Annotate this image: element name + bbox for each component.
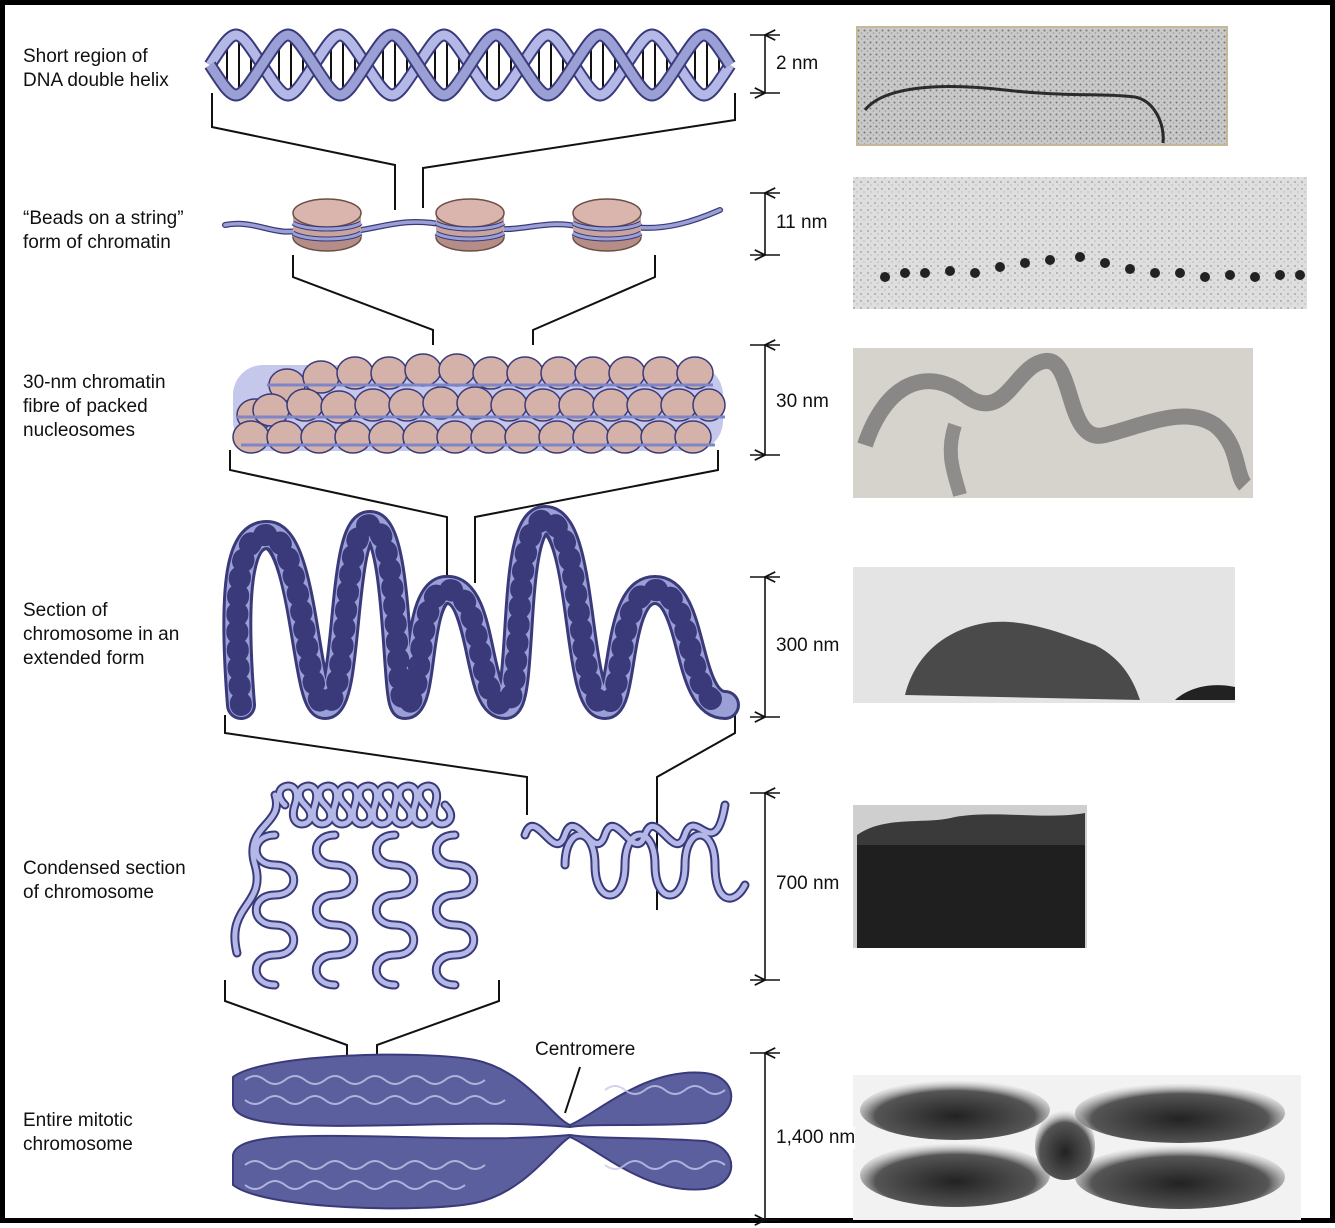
scale-1400nm: 1,400 nm	[776, 1127, 855, 1149]
extended-chromosome-drawing	[237, 520, 725, 705]
nucleosome-bead	[293, 199, 361, 251]
dna-helix-drawing	[210, 35, 730, 95]
centromere-label: Centromere	[535, 1039, 635, 1061]
micrograph-fibre	[853, 348, 1253, 498]
micrograph-mitotic	[853, 1075, 1301, 1220]
label-beads-on-string: “Beads on a string” form of chromatin	[23, 207, 184, 255]
label-extended-form: Section of chromosome in an extended for…	[23, 599, 179, 671]
chromatin-diagram	[5, 5, 1335, 1228]
scale-30nm: 30 nm	[776, 391, 829, 413]
scale-2nm: 2 nm	[776, 53, 818, 75]
condensed-chromosome-drawing	[235, 786, 745, 985]
micrograph-extended	[853, 567, 1235, 703]
scale-11nm: 11 nm	[776, 212, 827, 234]
label-30nm-fibre: 30-nm chromatin fibre of packed nucleoso…	[23, 371, 166, 443]
nucleosome-bead	[573, 199, 641, 251]
nucleosome-bead	[436, 199, 504, 251]
label-mitotic: Entire mitotic chromosome	[23, 1109, 133, 1157]
label-condensed: Condensed section of chromosome	[23, 857, 186, 905]
mitotic-chromosome-drawing	[233, 1055, 731, 1209]
micrograph-beads	[853, 177, 1307, 309]
micrograph-dna	[857, 27, 1227, 145]
chromatin-fibre-drawing	[233, 354, 725, 453]
nucleosome-string-drawing	[225, 199, 720, 251]
scale-300nm: 300 nm	[776, 635, 839, 657]
scale-700nm: 700 nm	[776, 873, 839, 895]
label-dna-helix: Short region of DNA double helix	[23, 45, 169, 93]
micrograph-condensed	[853, 805, 1087, 948]
